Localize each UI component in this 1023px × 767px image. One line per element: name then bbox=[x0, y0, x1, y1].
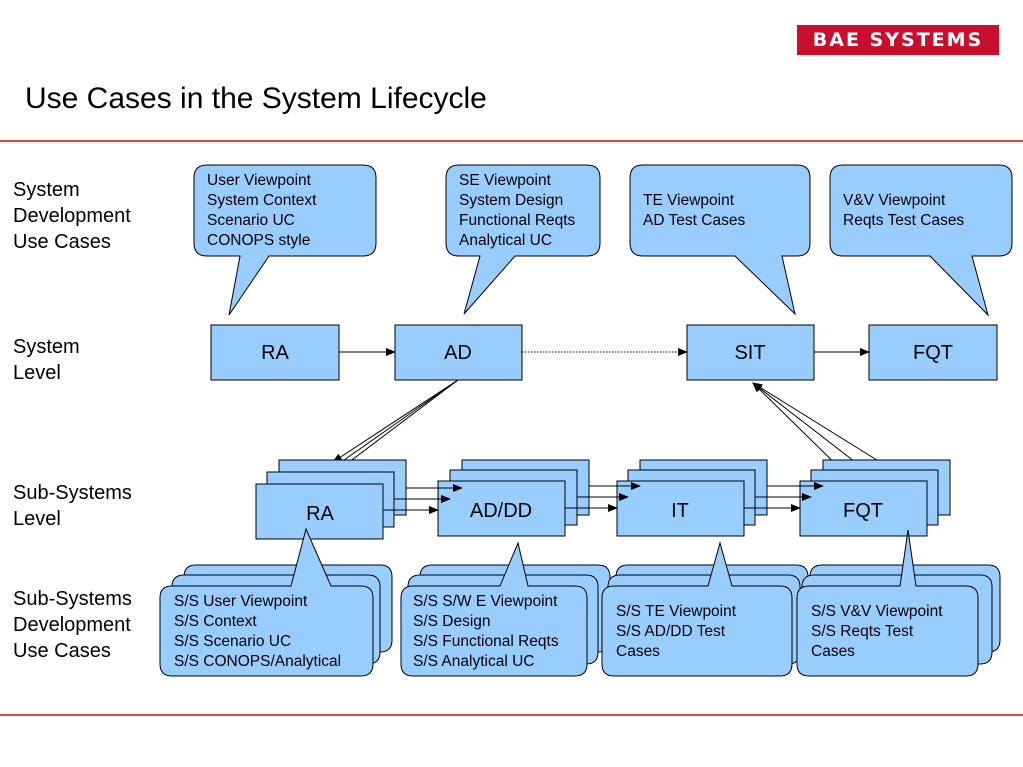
subsystem-stack-fqt: FQT bbox=[799, 459, 951, 537]
subsystem-stack-it: IT bbox=[616, 459, 768, 537]
callout-user-viewpoint: User Viewpoint System Context Scenario U… bbox=[193, 164, 377, 316]
ss-arrows-ad-dd-to-it bbox=[565, 482, 641, 512]
callout-se-viewpoint: SE Viewpoint System Design Functional Re… bbox=[445, 164, 601, 315]
svg-text:TE Viewpoint AD Test Cas: TE Viewpoint AD Test Cases bbox=[643, 192, 745, 229]
callout-line: S/S Scenario UC bbox=[174, 633, 291, 650]
callout-line: S/S CONOPS/Analytical bbox=[174, 653, 341, 670]
svg-text:V&V Viewpoint Reqts Test: V&V Viewpoint Reqts Test Cases bbox=[843, 192, 964, 229]
logo-text: BAE SYSTEMS bbox=[812, 29, 984, 51]
callout-line: V&V Viewpoint bbox=[843, 192, 946, 209]
system-box-sit: SIT bbox=[686, 324, 815, 381]
system-box-ad: AD bbox=[394, 324, 523, 381]
ss-callout-stack-vv: S/S V&V Viewpoint S/S Reqts Test Cases bbox=[796, 529, 1001, 677]
callout-line: SE Viewpoint bbox=[459, 172, 552, 189]
callout-line: S/S Design bbox=[413, 613, 491, 630]
page-title: Use Cases in the System Lifecycle bbox=[25, 82, 487, 115]
svg-text:SIT: SIT bbox=[734, 342, 765, 364]
callout-line: S/S AD/DD Test bbox=[616, 623, 726, 640]
bae-systems-logo: BAE SYSTEMS bbox=[797, 25, 999, 55]
arrow-ad-to-ss-ra-1 bbox=[332, 379, 459, 463]
svg-text:S/S S/W E Viewpoint S/S: S/S S/W E Viewpoint S/S Design S/S Funct… bbox=[413, 593, 563, 670]
callout-line: S/S Context bbox=[174, 613, 257, 630]
callout-line: S/S TE Viewpoint bbox=[616, 603, 737, 620]
bottom-divider bbox=[0, 714, 1023, 716]
ss-callout-stack-te: S/S TE Viewpoint S/S AD/DD Test Cases bbox=[601, 541, 809, 677]
callout-line: Cases bbox=[616, 643, 660, 660]
callout-line: System Context bbox=[207, 192, 317, 209]
callout-line: S/S Analytical UC bbox=[413, 653, 534, 670]
ss-callout-stack-user: S/S User Viewpoint S/S Context S/S Scena… bbox=[159, 527, 393, 677]
callout-line: S/S S/W E Viewpoint bbox=[413, 593, 558, 610]
subsystem-stack-ra: RA bbox=[255, 459, 407, 540]
ss-callout-stack-swe: S/S S/W E Viewpoint S/S Design S/S Funct… bbox=[400, 541, 611, 677]
ss-arrows-it-to-fqt bbox=[744, 482, 824, 512]
svg-text:User Viewpoint System Co: User Viewpoint System Context Scenario U… bbox=[207, 172, 321, 249]
callout-line: Analytical UC bbox=[459, 232, 552, 249]
callout-line: Scenario UC bbox=[207, 212, 295, 229]
svg-text:SE Viewpoint System Desi: SE Viewpoint System Design Functional Re… bbox=[459, 172, 580, 249]
top-divider bbox=[0, 140, 1023, 142]
svg-text:S/S V&V Viewpoint S/S Re: S/S V&V Viewpoint S/S Reqts Test Cases bbox=[811, 603, 947, 660]
subsystem-box-label: IT bbox=[671, 500, 689, 522]
arrow-ss-fqt-to-sit-1 bbox=[752, 382, 881, 463]
callout-line: Functional Reqts bbox=[459, 212, 576, 229]
svg-text:S/S TE Viewpoint S/S AD/: S/S TE Viewpoint S/S AD/DD Test Cases bbox=[616, 603, 740, 660]
svg-text:RA: RA bbox=[261, 342, 289, 364]
arrow-ad-to-ss-ra-2 bbox=[326, 379, 459, 473]
callout-line: Cases bbox=[811, 643, 855, 660]
arrow-ss-fqt-to-sit-2 bbox=[752, 382, 869, 473]
callout-line: TE Viewpoint bbox=[643, 192, 735, 209]
callout-line: S/S User Viewpoint bbox=[174, 593, 308, 610]
callout-line: System Design bbox=[459, 192, 563, 209]
ss-arrows-ra-to-ad-dd bbox=[383, 484, 463, 514]
svg-text:FQT: FQT bbox=[913, 342, 953, 364]
system-box-fqt: FQT bbox=[868, 324, 998, 381]
subsystem-box-label: AD/DD bbox=[470, 500, 532, 522]
svg-text:S/S User Viewpoint S/S C: S/S User Viewpoint S/S Context S/S Scena… bbox=[174, 593, 341, 670]
system-box-ra: RA bbox=[210, 324, 340, 381]
subsystem-box-label: RA bbox=[306, 503, 334, 525]
callout-te-viewpoint: TE Viewpoint AD Test Cases bbox=[629, 164, 811, 316]
callout-vv-viewpoint: V&V Viewpoint Reqts Test Cases bbox=[829, 164, 1013, 317]
callout-line: User Viewpoint bbox=[207, 172, 312, 189]
callout-line: S/S Functional Reqts bbox=[413, 633, 559, 650]
callout-line: S/S V&V Viewpoint bbox=[811, 603, 943, 620]
callout-line: S/S Reqts Test bbox=[811, 623, 914, 640]
svg-text:AD: AD bbox=[444, 342, 472, 364]
subsystem-box-label: FQT bbox=[843, 500, 883, 522]
callout-line: Reqts Test Cases bbox=[843, 212, 964, 229]
subsystem-stack-ad-dd: AD/DD bbox=[437, 459, 590, 537]
callout-line: AD Test Cases bbox=[643, 212, 745, 229]
callout-line: CONOPS style bbox=[207, 232, 310, 249]
